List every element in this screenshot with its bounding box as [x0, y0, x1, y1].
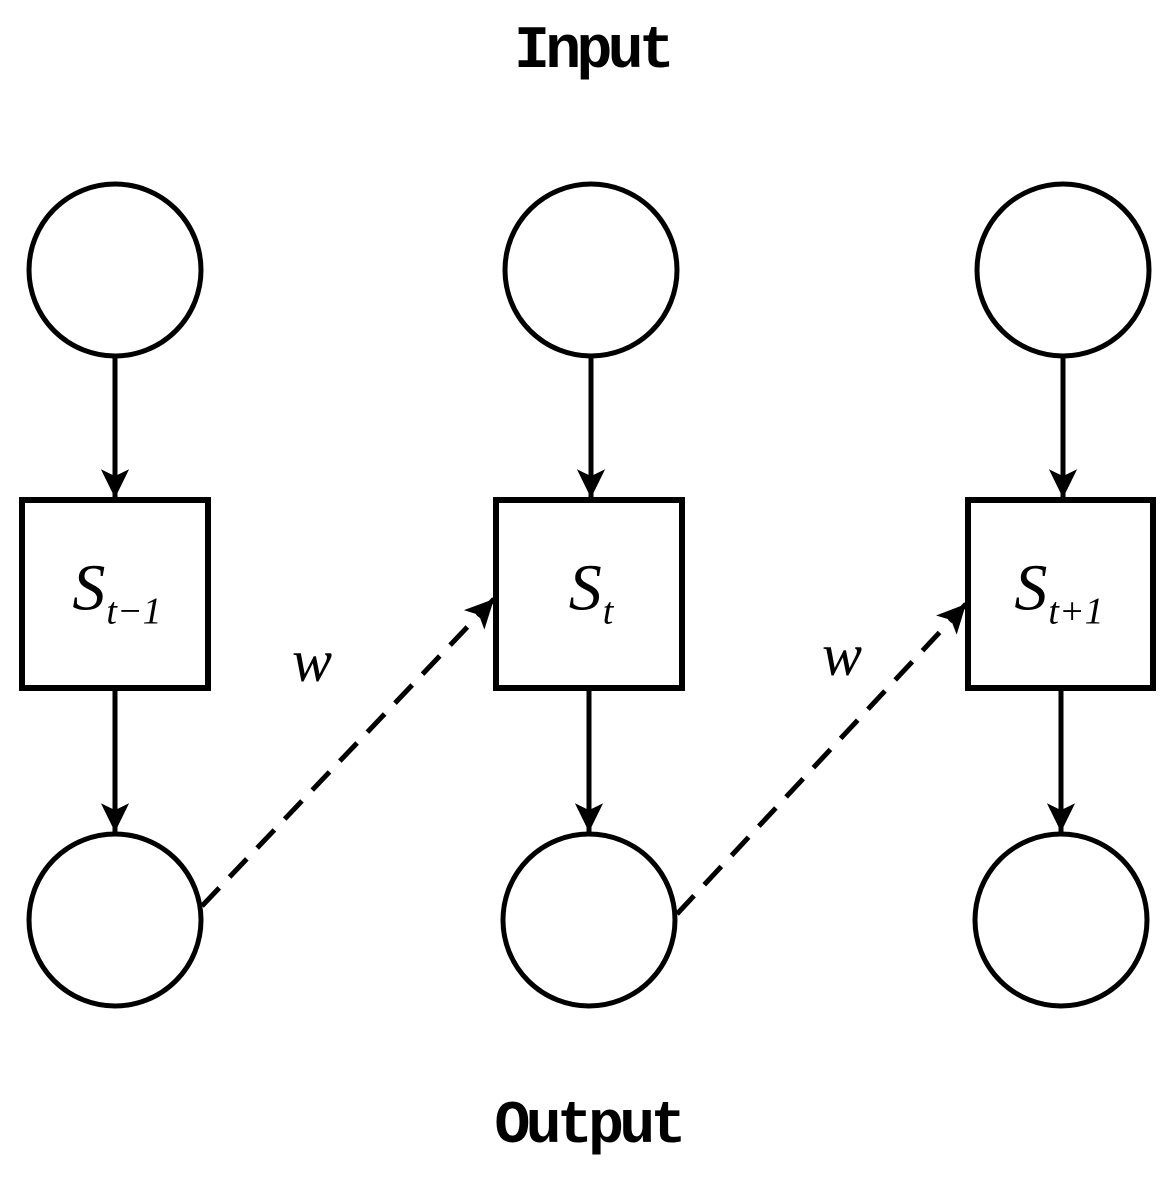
state-box	[19, 497, 211, 691]
state-subscript: t+1	[1048, 590, 1104, 633]
input-node-circle	[502, 181, 680, 359]
state-box	[493, 497, 685, 691]
recurrent-weight-arrow	[200, 597, 496, 908]
state-base: S	[1014, 551, 1048, 625]
weight-label: w	[291, 628, 333, 694]
state-subscript: t−1	[106, 590, 162, 633]
state-base: S	[72, 551, 106, 625]
output-title: Output	[494, 1093, 686, 1161]
state-subscript: t	[602, 590, 614, 633]
output-node-circle	[972, 831, 1150, 1009]
input-node-circle	[26, 181, 204, 359]
output-node-circle	[26, 831, 204, 1009]
state-label-t-plus-1: St+1	[1014, 555, 1104, 633]
input-node-circle	[974, 181, 1152, 359]
weight-label: w	[821, 622, 863, 688]
state-label-t: St	[569, 555, 614, 633]
state-box	[965, 497, 1156, 691]
state-base: S	[568, 551, 602, 625]
output-node-circle	[500, 831, 678, 1009]
state-label-t-minus-1: St−1	[72, 555, 162, 633]
recurrent-weight-arrow	[675, 602, 968, 916]
input-title: Input	[513, 18, 675, 86]
